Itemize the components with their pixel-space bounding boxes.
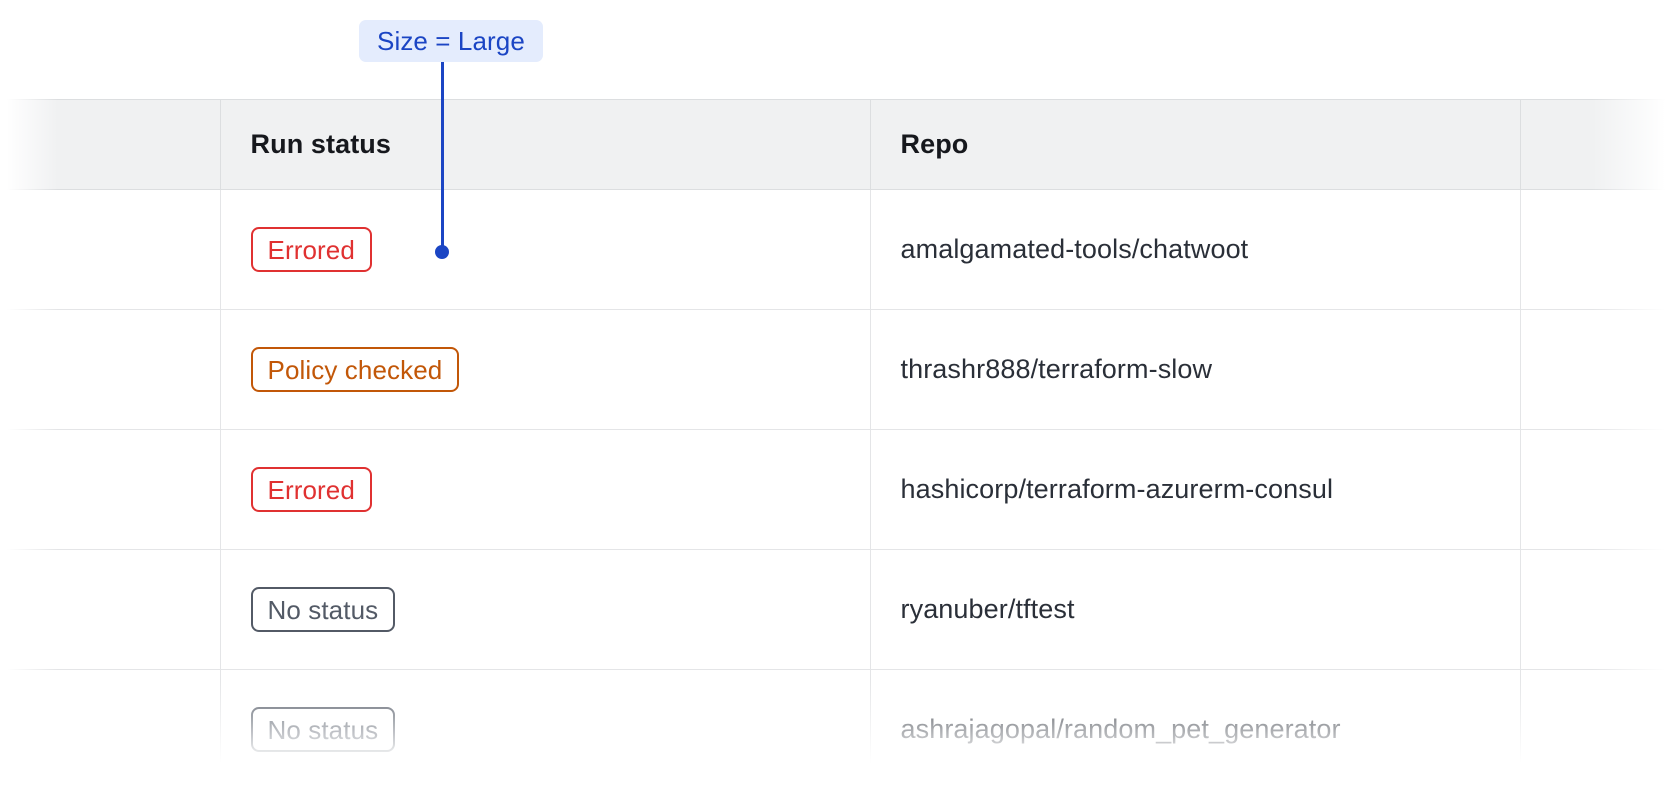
cell-extra bbox=[1520, 549, 1672, 670]
table-row[interactable]: No status ryanuber/tftest bbox=[0, 549, 1672, 670]
annotation-label: Size = Large bbox=[359, 20, 543, 62]
table-row[interactable]: Errored hashicorp/terraform-azurerm-cons… bbox=[0, 429, 1672, 550]
status-badge[interactable]: No status bbox=[250, 707, 396, 752]
column-header-select bbox=[0, 99, 221, 190]
cell-extra bbox=[1520, 189, 1672, 310]
status-badge[interactable]: Errored bbox=[250, 467, 372, 512]
cell-repo[interactable]: amalgamated-tools/chatwoot bbox=[870, 189, 1521, 310]
annotation-anchor-dot bbox=[435, 245, 449, 259]
table-row[interactable]: Errored amalgamated-tools/chatwoot bbox=[0, 189, 1672, 310]
annotation-leader-line bbox=[441, 62, 444, 252]
row-select-cell[interactable] bbox=[0, 189, 221, 310]
column-header-run-status[interactable]: Run status bbox=[220, 99, 871, 190]
column-header-extra bbox=[1520, 99, 1672, 190]
table-row[interactable]: No status ashrajagopal/random_pet_genera… bbox=[0, 669, 1672, 788]
cell-repo[interactable]: hashicorp/terraform-azurerm-consul bbox=[870, 429, 1521, 550]
cell-run-status: Policy checked bbox=[220, 309, 871, 430]
row-select-cell[interactable] bbox=[0, 669, 221, 788]
cell-run-status: Errored bbox=[220, 189, 871, 310]
cell-repo[interactable]: ryanuber/tftest bbox=[870, 549, 1521, 670]
table-header: Run status Repo bbox=[0, 99, 1672, 190]
data-table-container: Run status Repo Errored amalgamated-tool… bbox=[0, 99, 1672, 788]
cell-repo[interactable]: ashrajagopal/random_pet_generator bbox=[870, 669, 1521, 788]
row-select-cell[interactable] bbox=[0, 429, 221, 550]
status-badge[interactable]: Policy checked bbox=[250, 347, 460, 392]
cell-extra bbox=[1520, 429, 1672, 550]
cell-run-status: No status bbox=[220, 549, 871, 670]
cell-extra bbox=[1520, 669, 1672, 788]
table-body: Errored amalgamated-tools/chatwoot Polic… bbox=[0, 189, 1672, 788]
runs-table: Run status Repo Errored amalgamated-tool… bbox=[0, 99, 1672, 788]
row-select-cell[interactable] bbox=[0, 309, 221, 430]
status-badge[interactable]: Errored bbox=[250, 227, 372, 272]
cell-run-status: Errored bbox=[220, 429, 871, 550]
table-header-row: Run status Repo bbox=[0, 99, 1672, 190]
cell-run-status: No status bbox=[220, 669, 871, 788]
column-header-repo[interactable]: Repo bbox=[870, 99, 1521, 190]
cell-repo[interactable]: thrashr888/terraform-slow bbox=[870, 309, 1521, 430]
cell-extra bbox=[1520, 309, 1672, 430]
table-row[interactable]: Policy checked thrashr888/terraform-slow bbox=[0, 309, 1672, 430]
status-badge[interactable]: No status bbox=[250, 587, 396, 632]
row-select-cell[interactable] bbox=[0, 549, 221, 670]
